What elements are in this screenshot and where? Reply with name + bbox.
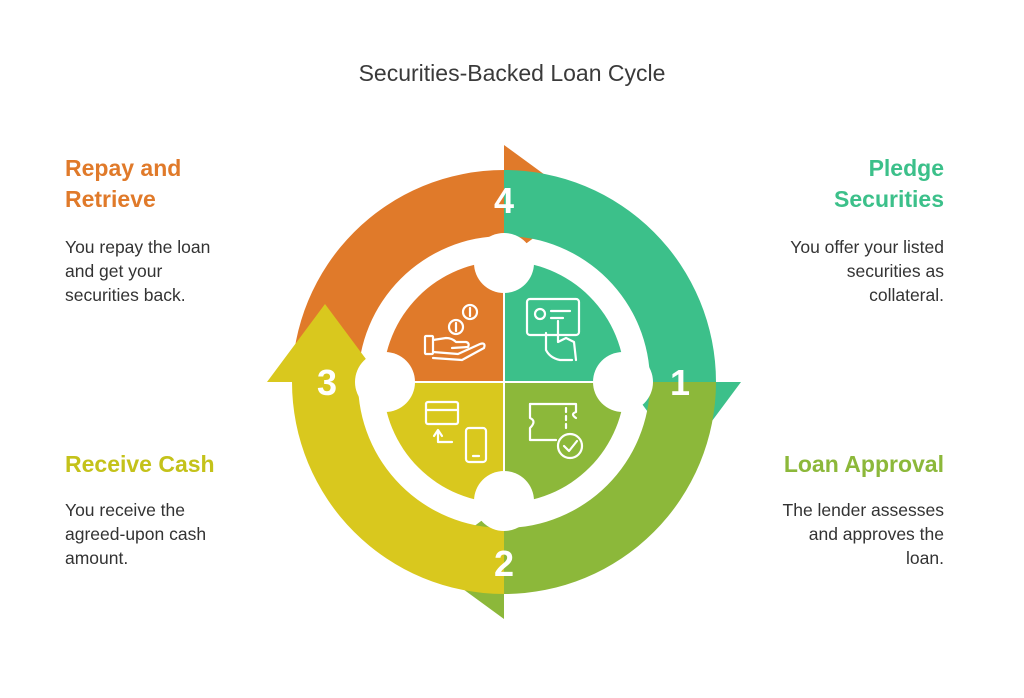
step-3-desc-line-2: agreed-upon cash xyxy=(65,524,207,544)
step-4-desc-line-3: securities back. xyxy=(65,285,186,305)
step-1-number: 1 xyxy=(670,362,690,403)
quadrant-step-4 xyxy=(383,261,504,382)
step-3-desc-line-3: amount. xyxy=(65,548,129,568)
quadrant-step-1 xyxy=(504,261,625,382)
step-4-heading: Repay and Retrieve xyxy=(65,153,265,215)
step-3-description: You receive the agreed-upon cash amount. xyxy=(65,498,265,570)
step-2-heading: Loan Approval xyxy=(724,449,944,480)
quadrant-step-2 xyxy=(504,382,625,503)
step-2-heading-line-1: Loan Approval xyxy=(783,451,944,477)
step-1-desc-line-1: You offer your listed xyxy=(790,237,944,257)
step-1-description: You offer your listed securities as coll… xyxy=(744,235,944,307)
step-3-number: 3 xyxy=(317,362,337,403)
step-4-heading-line-2: Retrieve xyxy=(65,186,156,212)
step-3-heading: Receive Cash xyxy=(65,449,285,480)
diagram-title: Securities-Backed Loan Cycle xyxy=(358,60,666,86)
hand-coins-icon xyxy=(423,303,486,362)
step-1-heading-line-1: Pledge xyxy=(868,155,944,181)
step-1-desc-line-2: securities as xyxy=(846,261,944,281)
step-4-description: You repay the loan and get your securiti… xyxy=(65,235,265,307)
step-4-desc-line-1: You repay the loan xyxy=(65,237,211,257)
card-transfer-phone-icon xyxy=(424,400,488,464)
step-4-heading-line-1: Repay and xyxy=(65,155,182,181)
step-2-desc-line-3: loan. xyxy=(906,548,944,568)
step-2-number: 2 xyxy=(494,543,514,584)
step-4-number: 4 xyxy=(494,180,514,221)
step-2-description: The lender assesses and approves the loa… xyxy=(744,498,944,570)
step-3-desc-line-1: You receive the xyxy=(65,500,185,520)
ticket-check-icon xyxy=(528,402,584,460)
step-1-heading-line-2: Securities xyxy=(834,186,944,212)
step-4-desc-line-2: and get your xyxy=(65,261,163,281)
arrow-step-3 xyxy=(267,304,504,594)
step-2-desc-line-2: and approves the xyxy=(808,524,944,544)
step-3-heading-line-1: Receive Cash xyxy=(65,451,215,477)
step-1-heading: Pledge Securities xyxy=(744,153,944,215)
step-2-desc-line-1: The lender assesses xyxy=(782,500,944,520)
id-card-hand-icon xyxy=(525,297,581,362)
step-1-desc-line-3: collateral. xyxy=(869,285,944,305)
